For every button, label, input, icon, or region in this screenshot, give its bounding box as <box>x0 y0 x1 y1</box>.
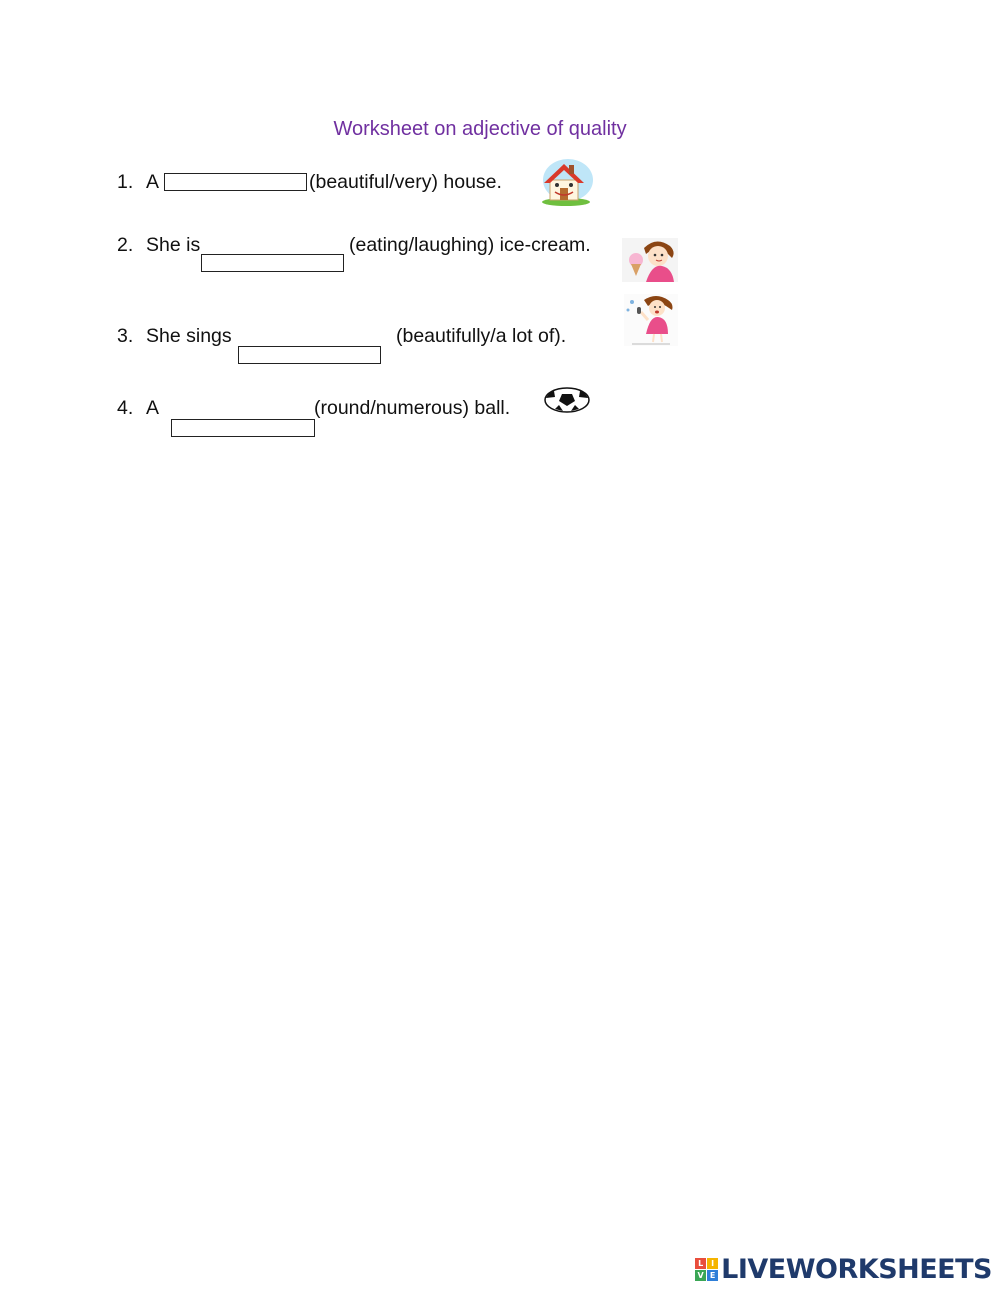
logo-letter: V <box>695 1270 707 1281</box>
question-number: 3. <box>117 325 134 347</box>
answer-input-2[interactable] <box>201 254 344 272</box>
girl-singing-icon <box>624 294 678 346</box>
worksheet-title: Worksheet on adjective of quality <box>333 118 627 140</box>
answer-input-1[interactable] <box>164 173 307 191</box>
question-number: 1. <box>117 171 134 193</box>
answer-input-3[interactable] <box>238 346 381 364</box>
soccer-ball-icon <box>544 387 590 413</box>
answer-input-4[interactable] <box>171 419 315 437</box>
house-icon <box>542 159 593 206</box>
question-text-before: A <box>146 397 160 419</box>
question-number: 2. <box>117 234 134 256</box>
question-text-after: (beautifully/a lot of). <box>396 325 567 347</box>
logo-mark: L I V E <box>695 1258 719 1281</box>
liveworksheets-logo: L I V E LIVEWORKSHEETS <box>695 1254 992 1285</box>
question-text-after: (eating/laughing) ice-cream. <box>349 234 591 256</box>
question-text-after: (round/numerous) ball. <box>314 397 511 419</box>
question-number: 4. <box>117 397 134 419</box>
question-text-before: She sings <box>146 325 232 347</box>
logo-letter: E <box>707 1270 719 1281</box>
question-text-before: She is <box>146 234 201 256</box>
logo-letter: I <box>707 1258 719 1269</box>
brand-name: LIVEWORKSHEETS <box>721 1254 992 1285</box>
logo-letter: L <box>695 1258 707 1269</box>
question-text-after: (beautiful/very) house. <box>309 171 502 193</box>
question-text-before: A <box>146 171 160 193</box>
girl-ice-cream-icon <box>622 238 678 282</box>
